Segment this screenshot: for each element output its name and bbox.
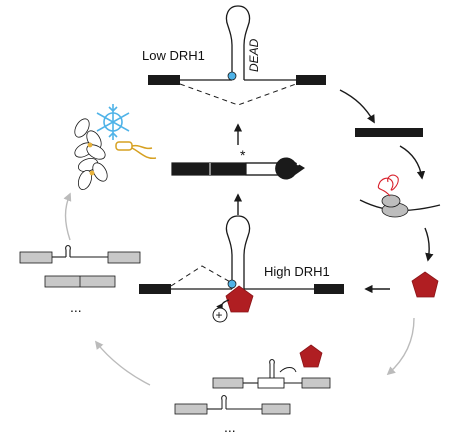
dead-box-dot bbox=[227, 71, 237, 81]
high-drh1-transcript: + High DRH1 bbox=[139, 215, 344, 323]
low-drh1-label: Low DRH1 bbox=[142, 48, 205, 63]
flower-icon bbox=[74, 118, 108, 191]
arrow-top-right bbox=[339, 89, 375, 124]
pathogen-icon bbox=[115, 141, 157, 160]
pacman-icon bbox=[275, 157, 305, 180]
ellipsis-bottom: ... bbox=[224, 419, 236, 435]
bottom-transcripts: ... bbox=[174, 344, 331, 435]
mrna-exons bbox=[355, 128, 423, 137]
arrow-right-2 bbox=[399, 145, 426, 180]
gray-arrow-right-down bbox=[386, 317, 415, 376]
ellipsis-left: ... bbox=[70, 299, 82, 315]
arrow-right-3 bbox=[424, 227, 434, 262]
splice-dashed bbox=[179, 83, 297, 106]
exon-right bbox=[296, 75, 326, 85]
protein-icon bbox=[411, 271, 439, 298]
snowflake-icon bbox=[96, 104, 130, 140]
ribosome-icon bbox=[359, 174, 441, 218]
high-drh1-label: High DRH1 bbox=[264, 264, 330, 279]
gray-arrow-left-up bbox=[63, 192, 72, 241]
hairpin-loop bbox=[225, 5, 251, 80]
gray-arrow-bottom-left bbox=[94, 340, 151, 386]
dead-label: DEAD bbox=[247, 38, 261, 72]
nmd-transcript: * bbox=[171, 147, 305, 180]
low-drh1-transcript: Low DRH1 DEAD bbox=[142, 5, 326, 106]
ptc-star: * bbox=[240, 147, 246, 163]
plus-sign: + bbox=[216, 308, 223, 322]
exon-left bbox=[148, 75, 180, 85]
left-transcripts: ... bbox=[19, 244, 141, 315]
